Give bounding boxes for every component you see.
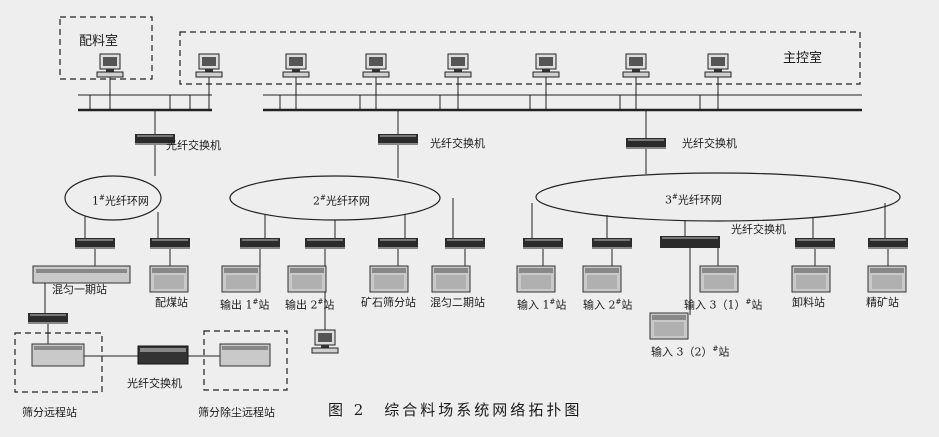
switch-in2-icon: [592, 238, 632, 249]
station-out2-label: 输出 2#站: [285, 298, 335, 312]
station-in1-label: 输入 1#站: [517, 298, 567, 312]
rack-mix2-icon: [431, 265, 471, 293]
rack-in3-1-icon: [699, 265, 739, 293]
pc-control-4-icon: [444, 53, 472, 78]
main-control-room-label: 主控室: [783, 51, 823, 66]
dust-remote-box: [203, 330, 288, 391]
station-in3-1-label: 输入 3（1）#站: [684, 298, 763, 312]
switch-label-4: 光纤交换机: [731, 223, 786, 236]
switch-out1-icon: [240, 238, 280, 249]
switch-top-3-icon: [626, 138, 666, 149]
switch-coal-icon: [150, 238, 190, 249]
switch-concentrate-icon: [868, 238, 908, 249]
switch-label-1: 光纤交换机: [166, 139, 221, 152]
switch-mix1-icon: [75, 238, 115, 249]
switch-label-3: 光纤交换机: [682, 137, 737, 150]
switch-label-2: 光纤交换机: [430, 137, 485, 150]
batching-room-label: 配料室: [79, 34, 119, 49]
ring-2-label: 2#光纤环网: [313, 194, 370, 208]
rack-mix1-icon: [32, 265, 131, 284]
rack-in1-icon: [516, 265, 556, 293]
pc-control-6-icon: [622, 53, 650, 78]
station-concentrate-label: 精矿站: [866, 296, 899, 309]
station-mix2-label: 混匀二期站: [430, 296, 485, 309]
rack-concentrate-icon: [867, 265, 907, 293]
switch-in1-icon: [523, 238, 563, 249]
pc-batching-icon: [96, 53, 124, 78]
station-mix1-label: 混匀一期站: [52, 283, 107, 296]
switch-unload-icon: [795, 238, 835, 249]
rack-ore-icon: [369, 265, 409, 293]
switch-drops: [94, 248, 889, 315]
rack-in3-2-icon: [649, 312, 689, 340]
rack-in2-icon: [582, 265, 622, 293]
batching-room-box: [59, 16, 153, 80]
station-coal-label: 配煤站: [155, 296, 188, 309]
station-screen-remote-label: 筛分远程站: [22, 406, 77, 419]
ring-3-label: 3#光纤环网: [665, 193, 722, 207]
switch-remote-left-icon: [28, 313, 68, 324]
figure-caption: 图 2 综合料场系统网络拓扑图: [328, 401, 583, 419]
switch-ore-icon: [378, 238, 418, 249]
pc-out2-icon: [311, 329, 339, 354]
switch-label-5: 光纤交换机: [127, 377, 182, 390]
ring-3: [535, 172, 901, 222]
station-in2-label: 输入 2#站: [583, 298, 633, 312]
rack-coal-icon: [149, 265, 189, 293]
station-dust-remote-label: 筛分除尘远程站: [198, 406, 275, 419]
pc-control-3-icon: [362, 53, 390, 78]
main-control-room-box: [179, 31, 861, 85]
switch-top-2-icon: [378, 134, 418, 145]
pc-control-2-icon: [282, 53, 310, 78]
switch-mix2-icon: [445, 238, 485, 249]
ring-drops: [84, 198, 886, 238]
station-unload-label: 卸料站: [792, 296, 825, 309]
bus-drops: [89, 95, 719, 110]
rack-out2-icon: [287, 265, 327, 293]
switch-out2-icon: [305, 238, 345, 249]
pc-control-5-icon: [532, 53, 560, 78]
station-in3-2-label: 输入 3（2）#站: [651, 345, 730, 359]
ring-1-label: 1#光纤环网: [92, 194, 149, 208]
station-ore-screen-label: 矿石筛分站: [361, 296, 416, 309]
ring-1: [64, 175, 162, 221]
pc-control-7-icon: [704, 53, 732, 78]
screen-remote-box: [14, 332, 103, 393]
rack-out1-icon: [221, 265, 261, 293]
station-out1-label: 输出 1#站: [220, 298, 270, 312]
rack-unload-icon: [791, 265, 831, 293]
pc-control-1-icon: [195, 53, 223, 78]
